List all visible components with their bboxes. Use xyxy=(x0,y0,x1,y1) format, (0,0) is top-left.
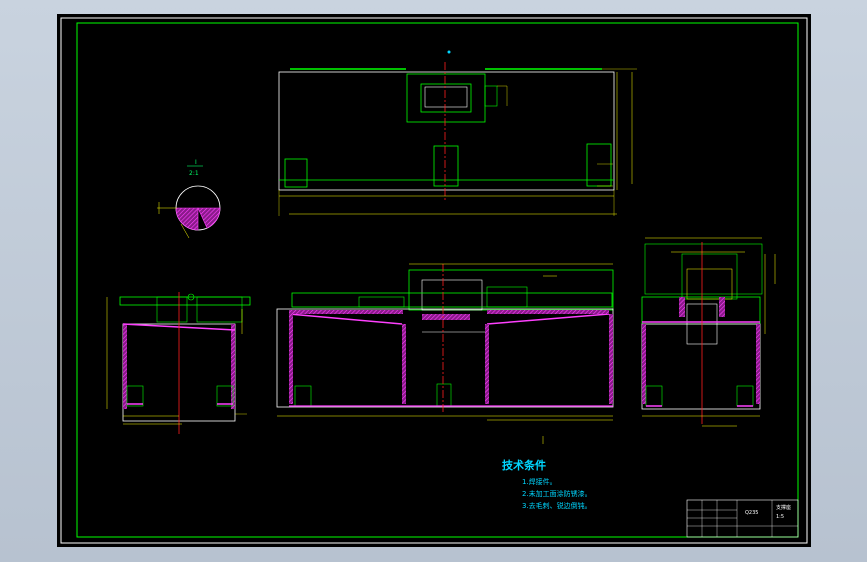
front-view xyxy=(276,263,614,444)
tech-item-3: 3.去毛刺、锐边倒钝。 xyxy=(522,501,592,510)
cad-viewport[interactable]: I 2:1 xyxy=(57,14,811,547)
title-block: Q235 支撑座 1:5 xyxy=(686,499,799,538)
title-block-material: Q235 xyxy=(745,510,758,516)
title-block-scale: 1:5 xyxy=(776,514,784,520)
tech-item-1: 1.焊接件。 xyxy=(522,477,557,486)
left-view xyxy=(106,292,251,434)
tech-title: 技术条件 xyxy=(502,458,546,472)
title-block-name: 支撑座 xyxy=(776,504,791,511)
drawing-canvas: I 2:1 xyxy=(60,17,808,544)
tech-item-2: 2.未加工面涂防锈漆。 xyxy=(522,489,592,498)
detail-label: I xyxy=(195,159,197,166)
detail-i: I 2:1 xyxy=(157,159,221,239)
sheet-border-outer xyxy=(60,17,808,544)
drawing-frame xyxy=(76,22,799,538)
right-view xyxy=(641,237,776,427)
tech-requirements: 技术条件 1.焊接件。 2.未加工面涂防锈漆。 3.去毛刺、锐边倒钝。 xyxy=(502,458,592,510)
detail-scale: 2:1 xyxy=(189,170,199,177)
top-view xyxy=(278,50,637,216)
